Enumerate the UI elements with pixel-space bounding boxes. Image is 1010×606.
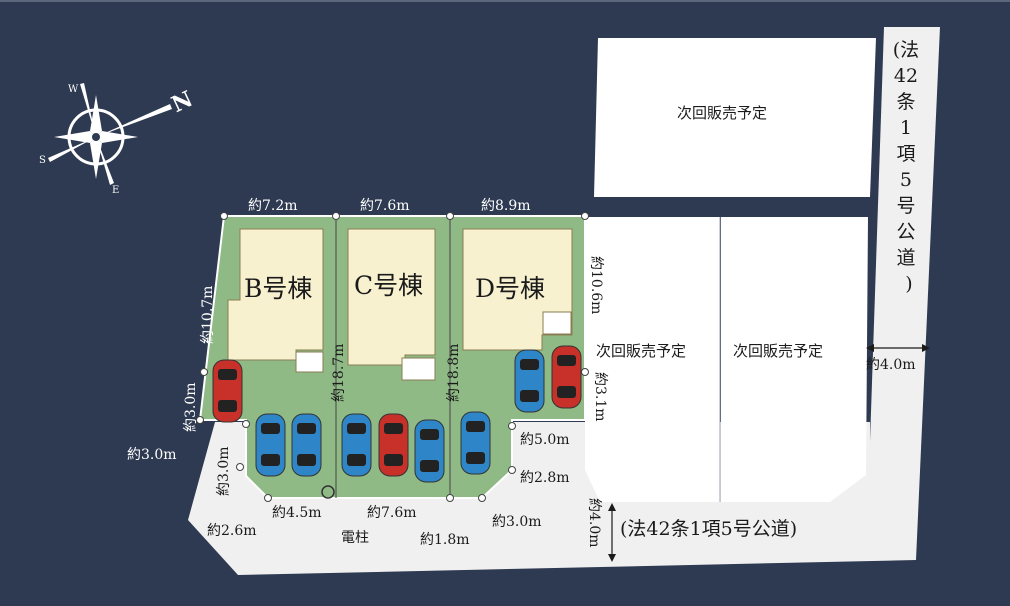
dim-top-b: 約7.2m [248, 198, 298, 214]
survey-point [446, 494, 454, 502]
dim-left-chamfer: 約3.0m [216, 446, 232, 496]
dim-bottom-c: 約7.6m [367, 505, 417, 521]
next-sale-label-left: 次回販売予定 [596, 342, 686, 360]
dim-b-c-line: 約18.7m [331, 344, 347, 402]
utility-pole-icon [321, 485, 335, 499]
compass-rose-icon: N W S E [39, 83, 197, 196]
building-b-label: B号棟 [244, 274, 312, 303]
dim-left-b: 約10.7m [200, 286, 216, 344]
dim-road-bottom: 約4.0m [586, 498, 602, 548]
dim-right-d: 約10.6m [588, 256, 604, 314]
dim-top-d: 約8.9m [481, 198, 531, 214]
parked-car-icon [291, 413, 322, 477]
dim-bottom-d: 約1.8m [420, 532, 470, 548]
next-sale-label-right: 次回販売予定 [733, 342, 823, 360]
dim-bottom-right: 約3.0m [492, 514, 542, 530]
road-right-label: (法 42 条 1 項 5 号 公 道 ) [893, 39, 925, 295]
road-right [866, 27, 940, 560]
parked-car-icon [255, 413, 286, 477]
parking-cars [212, 345, 582, 483]
survey-point [581, 212, 589, 220]
dim-left-outside: 約3.0m [127, 447, 177, 463]
compass-s-label: S [39, 155, 46, 166]
dim-top-c: 約7.6m [360, 198, 410, 214]
parked-car-icon [551, 345, 582, 409]
compass-e-label: E [112, 185, 119, 196]
survey-points [196, 212, 589, 502]
road-bottom-width-arrow [608, 503, 616, 562]
compass-w-label: W [68, 84, 79, 95]
next-sale-lot-left [585, 217, 720, 502]
dim-right-park: 約3.1m [592, 372, 608, 422]
dim-c-d-line: 約18.8m [446, 344, 462, 402]
parked-car-icon [460, 411, 491, 475]
survey-point [264, 494, 272, 502]
survey-point [581, 368, 589, 376]
road-right-width-arrow [866, 344, 930, 352]
dim-notch-width: 約5.0m [520, 432, 570, 448]
survey-point [242, 420, 250, 428]
next-sale-lot-top [594, 38, 876, 197]
dim-bottom-a: 約4.5m [272, 505, 322, 521]
survey-point [236, 463, 244, 471]
building-c-label: C号棟 [354, 271, 423, 300]
survey-point [508, 422, 516, 430]
dim-pole: 電柱 [341, 530, 369, 546]
survey-point [220, 212, 228, 220]
next-sale-lot-right [721, 217, 868, 502]
dim-bottom-left: 約2.6m [207, 523, 257, 539]
building-d-label: D号棟 [475, 274, 545, 303]
survey-point [196, 416, 204, 424]
parked-car-icon [212, 359, 243, 423]
parked-car-icon [378, 413, 409, 477]
survey-point [446, 212, 454, 220]
parked-car-icon [514, 349, 545, 413]
survey-point [508, 466, 516, 474]
parked-car-icon [414, 419, 445, 483]
next-sale-label-top: 次回販売予定 [677, 104, 767, 122]
house-c [347, 228, 436, 366]
dim-road-right: 約4.0m [866, 357, 916, 373]
dim-left-park: 約3.0m [183, 382, 199, 432]
parked-car-icon [341, 413, 372, 477]
survey-point [332, 212, 340, 220]
survey-point [200, 368, 208, 376]
survey-point [478, 494, 486, 502]
road-bottom-label: (法42条1項5号公道) [620, 518, 797, 540]
dim-chamfer-right: 約2.8m [520, 470, 570, 486]
compass-n-label: N [168, 86, 197, 118]
